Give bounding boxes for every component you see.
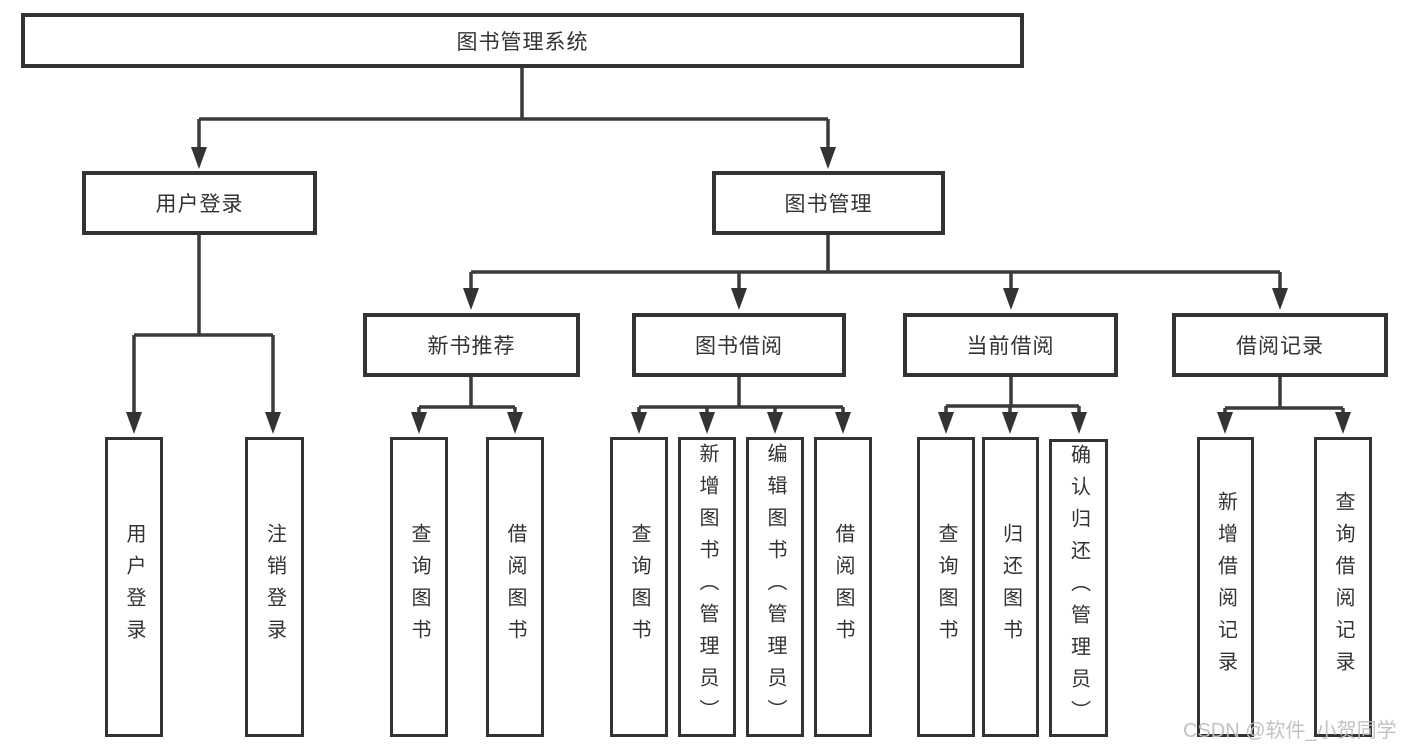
csdn-watermark: CSDN @软件_小贺同学 (1183, 720, 1397, 742)
leaf-query-books-3: 查询图书 (917, 437, 975, 737)
arrow-leaf-confirm-return-admin (1071, 412, 1087, 434)
arrow-leaf-user-login (126, 412, 142, 434)
leaf-query-borrow-record: 查询借阅记录 (1314, 437, 1372, 737)
node-book-borrow: 图书借阅 (632, 313, 846, 377)
arrow-leaf-query-borrow-record (1335, 412, 1351, 434)
leaf-logout: 注销登录 (245, 437, 304, 737)
arrow-leaf-borrow-books-1 (507, 412, 523, 434)
connector-root (197, 67, 830, 155)
leaf-edit-book-admin: 编辑图书（管理员） (746, 437, 804, 737)
leaf-borrow-books-2: 借阅图书 (814, 437, 872, 737)
node-user-login-label: 用户登录 (155, 193, 244, 216)
connector-book-management (469, 235, 1282, 296)
leaf-return-book: 归还图书 (982, 437, 1039, 737)
leaf-user-login: 用户登录 (105, 437, 163, 737)
arrow-leaf-edit-book-admin (767, 412, 783, 434)
leaf-query-books-1: 查询图书 (390, 437, 448, 737)
leaf-return-book-label: 归还图书 (999, 523, 1022, 651)
connector-book-borrow (637, 377, 845, 420)
arrow-new-book-recommend (463, 288, 479, 310)
connector-user-login (132, 235, 275, 420)
arrow-leaf-borrow-books-2 (835, 412, 851, 434)
leaf-user-login-label: 用户登录 (123, 523, 145, 651)
leaf-query-books-1-label: 查询图书 (408, 523, 430, 651)
arrow-leaf-query-books-2 (631, 412, 647, 434)
leaf-borrow-books-1: 借阅图书 (486, 437, 544, 737)
arrow-leaf-query-books-1 (411, 412, 427, 434)
node-book-management: 图书管理 (712, 171, 945, 235)
leaf-edit-book-admin-label: 编辑图书（管理员） (764, 443, 786, 731)
leaf-query-borrow-record-label: 查询借阅记录 (1332, 491, 1354, 683)
leaf-logout-label: 注销登录 (263, 523, 286, 651)
node-book-management-label: 图书管理 (784, 193, 873, 216)
node-borrow-records: 借阅记录 (1172, 313, 1388, 377)
arrow-book-borrow (731, 288, 747, 310)
leaf-add-borrow-record: 新增借阅记录 (1197, 437, 1254, 737)
node-current-borrow-label: 当前借阅 (966, 335, 1055, 358)
node-book-borrow-label: 图书借阅 (695, 335, 783, 358)
arrow-user-login (191, 147, 207, 169)
leaf-add-book-admin: 新增图书（管理员） (678, 437, 736, 737)
leaf-borrow-books-1-label: 借阅图书 (504, 523, 526, 651)
node-borrow-records-label: 借阅记录 (1236, 335, 1324, 358)
node-root-label: 图书管理系统 (456, 30, 589, 54)
leaf-query-books-3-label: 查询图书 (935, 523, 957, 651)
leaf-add-borrow-record-label: 新增借阅记录 (1214, 491, 1237, 683)
arrow-borrow-records (1272, 288, 1288, 310)
leaf-add-book-admin-label: 新增图书（管理员） (696, 443, 718, 731)
connector-new-book-recommend (417, 377, 517, 420)
node-new-book-recommend: 新书推荐 (363, 313, 580, 377)
arrow-leaf-logout (265, 412, 281, 434)
arrow-leaf-add-book-admin (699, 412, 715, 434)
leaf-borrow-books-2-label: 借阅图书 (832, 523, 854, 651)
node-user-login: 用户登录 (82, 171, 317, 235)
leaf-query-books-2-label: 查询图书 (628, 523, 650, 651)
arrow-leaf-return-book (1002, 412, 1018, 434)
arrow-leaf-query-books-3 (938, 412, 954, 434)
arrow-book-management (820, 147, 836, 169)
node-current-borrow: 当前借阅 (903, 313, 1118, 377)
arrow-leaf-add-borrow-record (1217, 412, 1233, 434)
node-root: 图书管理系统 (21, 13, 1024, 68)
connector-borrow-records (1223, 377, 1345, 420)
leaf-confirm-return-admin-label: 确认归还（管理员） (1067, 444, 1090, 732)
leaf-query-books-2: 查询图书 (610, 437, 668, 737)
node-new-book-recommend-label: 新书推荐 (427, 335, 516, 358)
arrow-current-borrow (1003, 288, 1019, 310)
arrowheads (126, 147, 1351, 434)
leaf-confirm-return-admin: 确认归还（管理员） (1049, 439, 1108, 737)
